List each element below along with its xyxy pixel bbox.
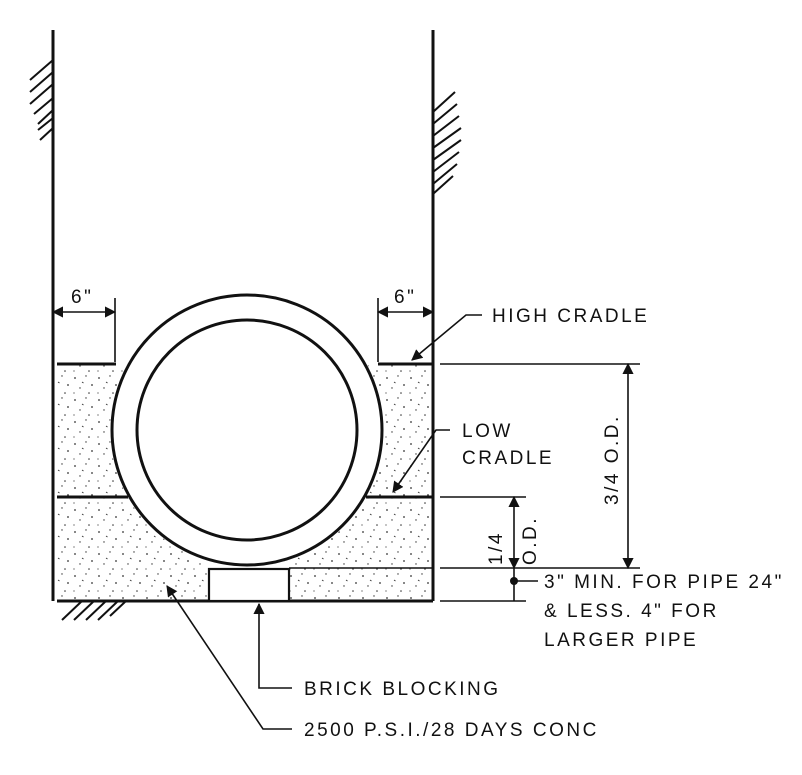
brick-blocking-label: BRICK BLOCKING [304, 679, 501, 700]
dim-left-6in: 6" [51, 287, 117, 362]
concrete-spec-label: 2500 P.S.I./28 DAYS CONC [304, 720, 599, 741]
dim-right-label: 6" [394, 287, 416, 308]
high-cradle-label: HIGH CRADLE [492, 306, 649, 327]
soil-hatch-left-lower [61, 600, 127, 621]
min-note-line-1: 3" MIN. FOR PIPE 24" [544, 572, 784, 593]
min-note-line-2: & LESS. 4" FOR [544, 601, 719, 622]
low-cradle-label-1: LOW [462, 421, 513, 442]
pipe [110, 293, 384, 567]
brick-blocking-callout: BRICK BLOCKING [253, 602, 501, 700]
low-cradle-label-2: CRADLE [462, 448, 554, 469]
soil-hatch-left-upper [29, 59, 54, 141]
brick-block [207, 567, 291, 603]
dim-min-base: 3" MIN. FOR PIPE 24" & LESS. 4" FOR LARG… [440, 568, 784, 651]
dim-quarter-od: 1/4 O.D. [440, 495, 541, 570]
dim-quarter-label-1: 1/4 [486, 531, 507, 565]
soil-hatch-right [432, 91, 462, 195]
dim-three-quarter-od: 3/4 O.D. [440, 362, 640, 570]
low-cradle-callout: LOW CRADLE [392, 421, 554, 493]
dim-quarter-label-2: O.D. [520, 516, 541, 565]
dim-left-label: 6" [71, 287, 93, 308]
dim-three-quarter-label: 3/4 O.D. [602, 414, 623, 505]
min-note-line-3: LARGER PIPE [544, 630, 698, 651]
dim-right-6in: 6" [376, 287, 435, 362]
high-cradle-callout: HIGH CRADLE [411, 306, 649, 361]
cradle-levels [57, 362, 433, 569]
concrete-spec-callout: 2500 P.S.I./28 DAYS CONC [166, 585, 599, 741]
